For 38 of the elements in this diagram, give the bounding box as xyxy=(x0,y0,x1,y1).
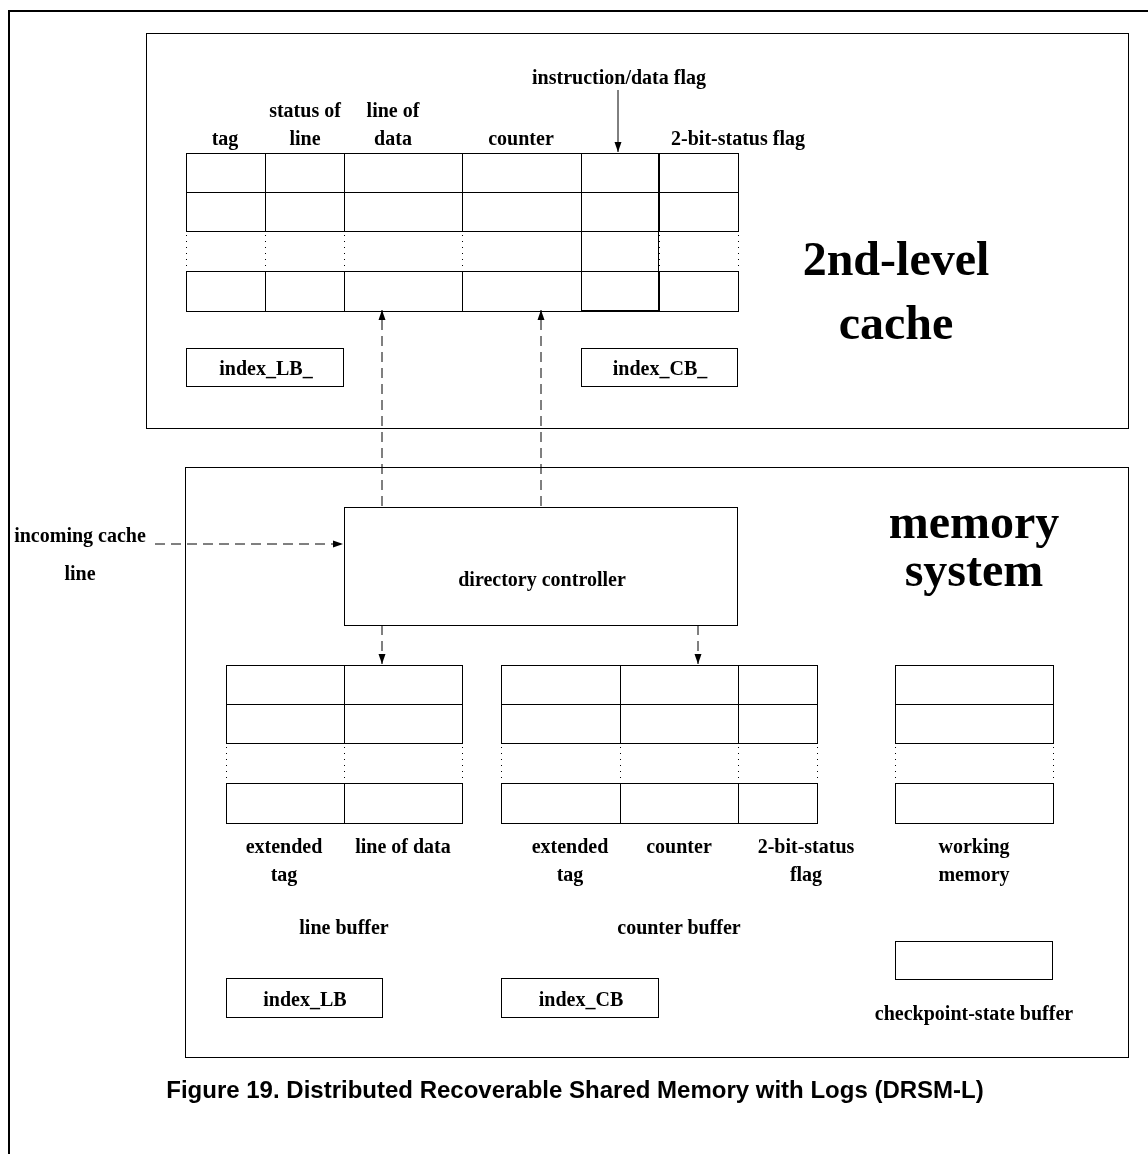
column-header: extended tag xyxy=(244,834,324,888)
arrow xyxy=(537,309,545,507)
arrow xyxy=(378,624,386,665)
box-label: index_LB_ xyxy=(218,356,314,381)
box-label: index_LB xyxy=(262,987,348,1012)
arrow xyxy=(614,89,622,153)
column-header: counter xyxy=(645,834,713,859)
panel-title: 2nd-level cache xyxy=(801,231,991,351)
box-label: index_CB_ xyxy=(611,356,709,381)
memory-panel xyxy=(185,467,1129,1058)
column-header: extended tag xyxy=(530,834,610,888)
arrow xyxy=(154,540,344,548)
index-box xyxy=(501,978,659,1018)
label: instruction/data flag xyxy=(531,65,707,91)
table-caption: line buffer xyxy=(298,915,390,940)
column-header: counter xyxy=(487,126,555,151)
index-box xyxy=(226,978,383,1018)
table-column xyxy=(581,153,659,311)
controller-box xyxy=(344,507,738,626)
column-header: tag xyxy=(210,126,240,152)
column-header: 2-bit-status flag xyxy=(670,126,806,152)
arrow xyxy=(378,309,386,507)
index-box xyxy=(581,348,738,387)
panel-title: memory system xyxy=(887,498,1061,594)
box-label: index_CB xyxy=(537,987,625,1012)
column-header: line of data xyxy=(354,834,452,859)
arrow xyxy=(694,624,702,665)
index-box xyxy=(186,348,344,387)
box-label: checkpoint-state buffer xyxy=(873,1001,1075,1027)
column-header: line of data xyxy=(365,98,421,151)
column-header: 2-bit-status flag xyxy=(756,834,856,888)
column-header: working memory xyxy=(937,834,1011,888)
cache-panel xyxy=(146,33,1129,429)
column-header: status of line xyxy=(268,98,342,151)
table-caption: counter buffer xyxy=(616,915,742,940)
figure-caption: Figure 19. Distributed Recoverable Shared Memory with Logs (DRSM-L) xyxy=(165,1076,985,1104)
box-label: directory controller xyxy=(457,567,627,593)
label: incoming cache line xyxy=(13,523,147,586)
